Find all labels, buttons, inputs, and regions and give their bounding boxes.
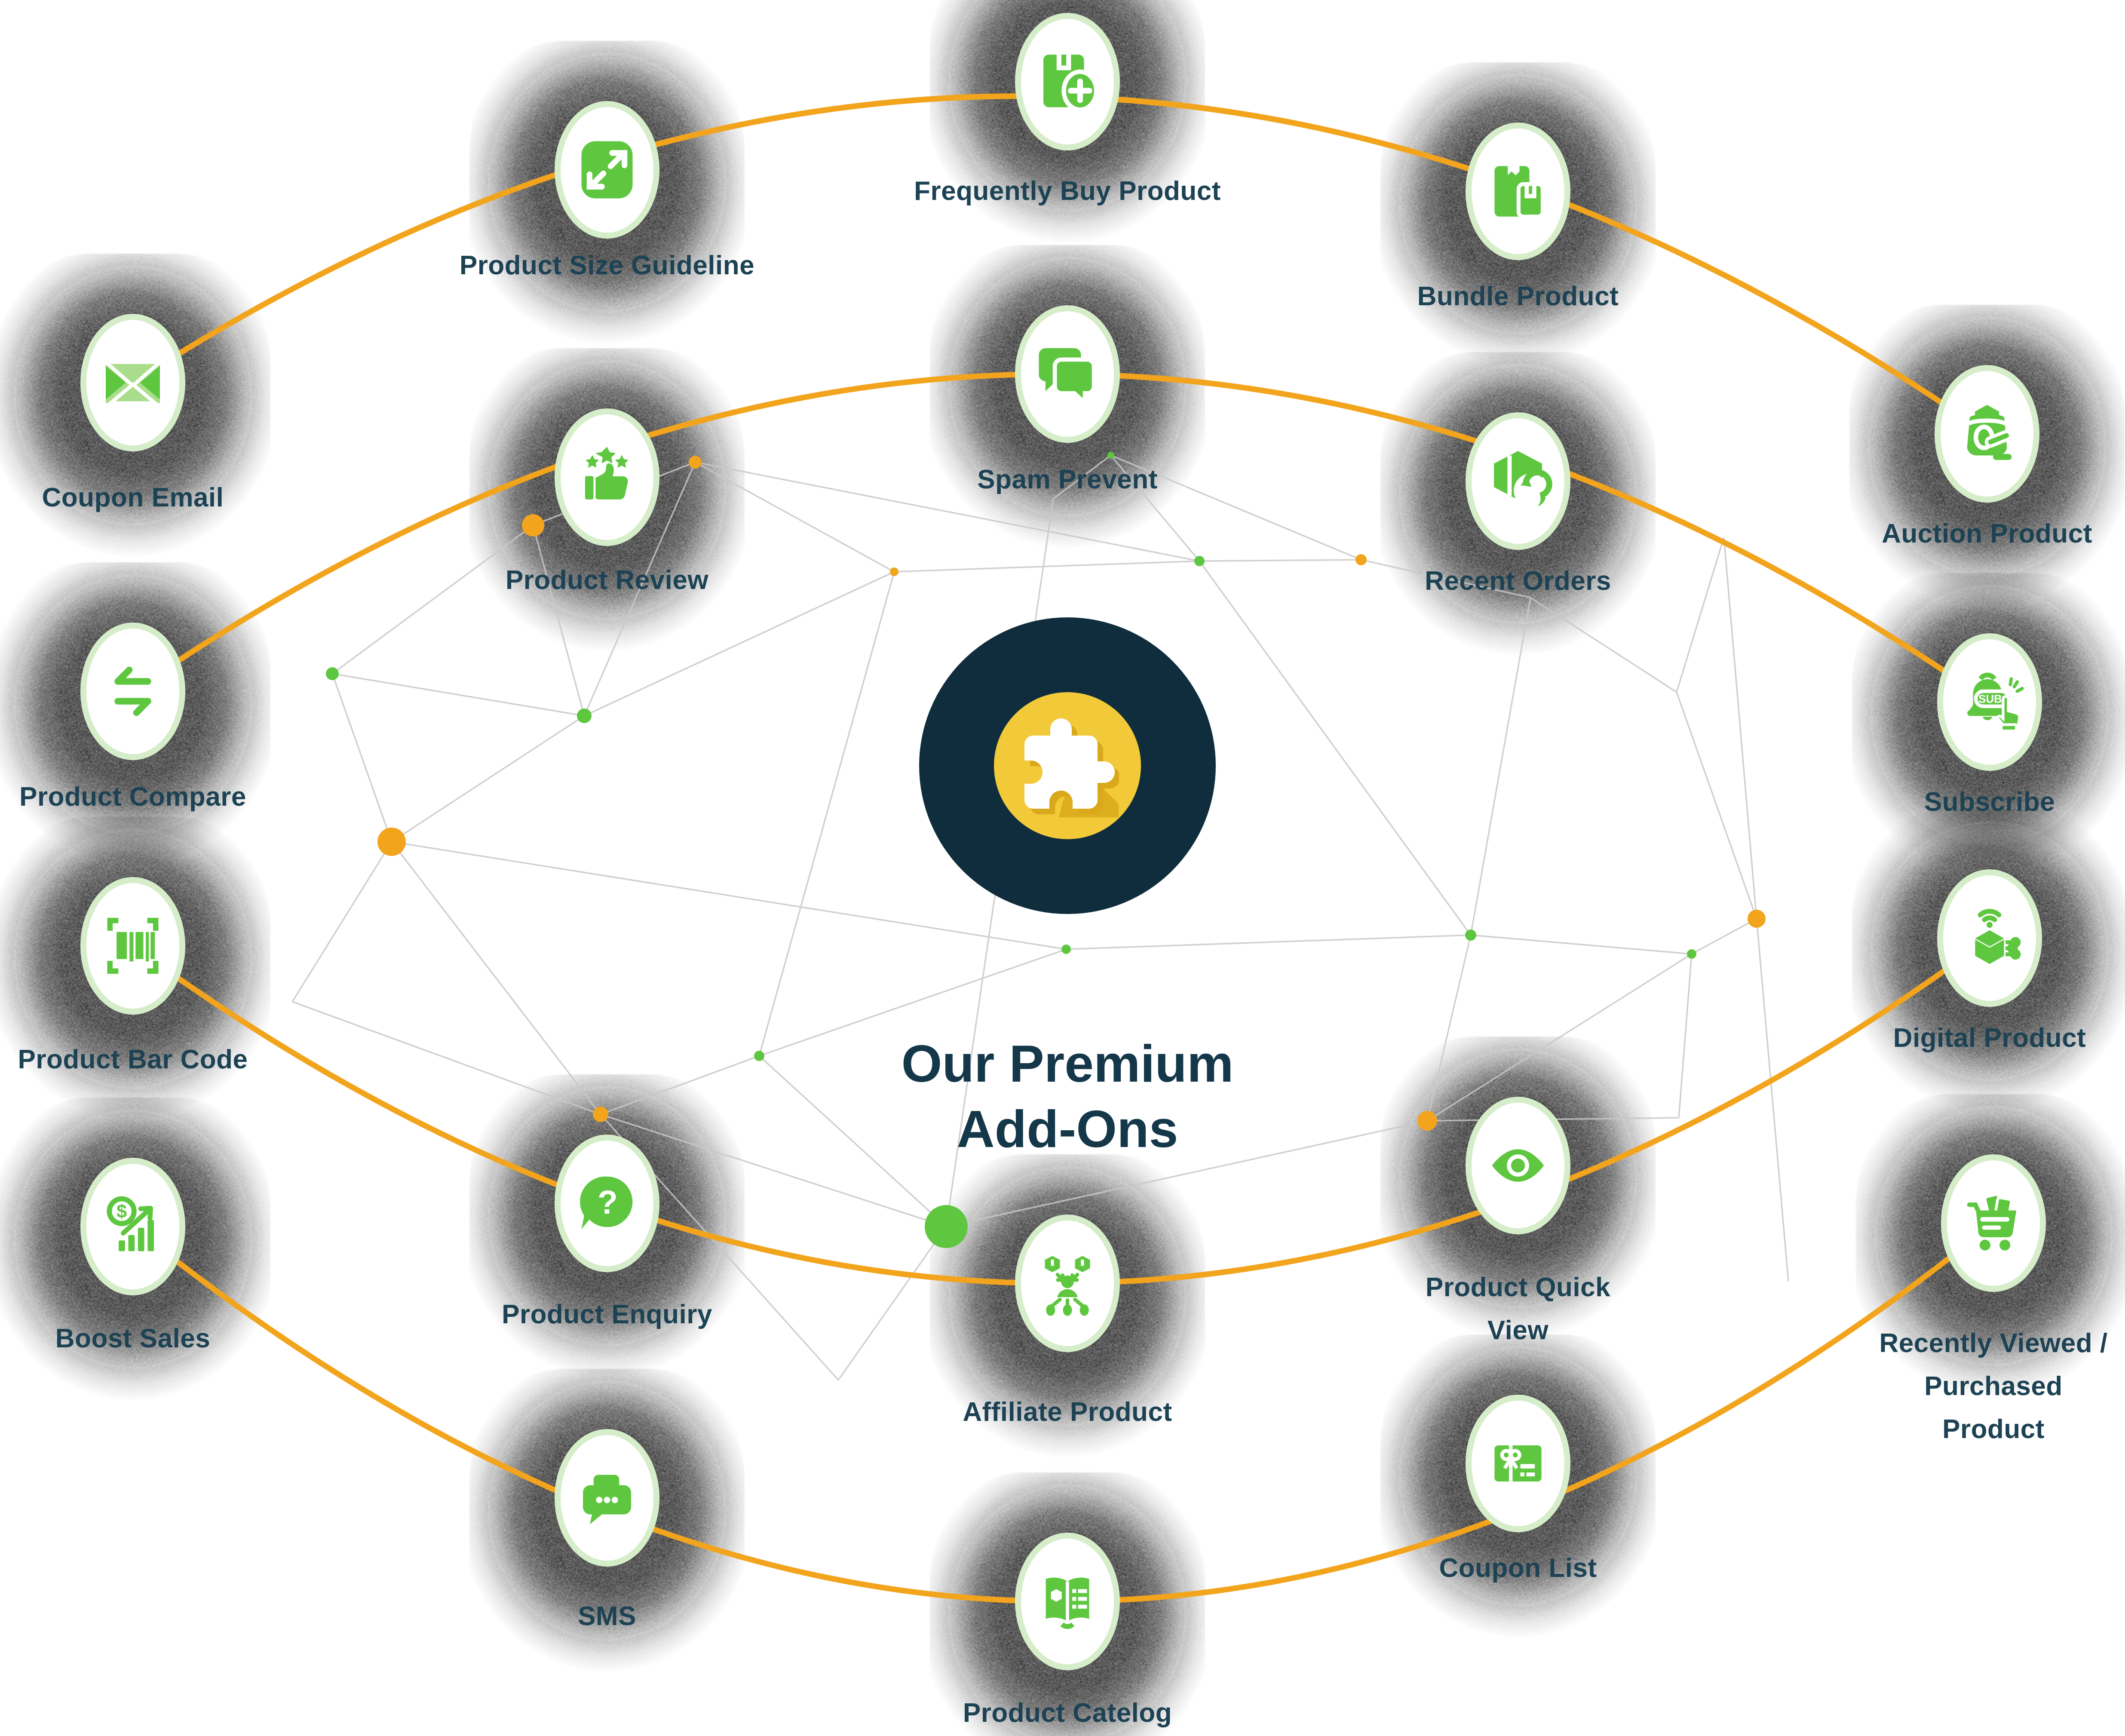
node-label: Product Quick View <box>1425 1273 1611 1345</box>
product-quick-view-tile <box>1466 1097 1570 1234</box>
subscribe-icon: SUB <box>1967 672 2024 733</box>
puzzle-icon <box>1024 718 1119 817</box>
recently-viewed-purchased-product-icon <box>1967 1193 2017 1251</box>
product-enquiry-tile: ? <box>555 1135 659 1272</box>
subscribe-tile: SUB <box>1937 633 2042 771</box>
product-bar-code-icon <box>107 917 159 974</box>
recently-viewed-purchased-product-tile <box>1941 1154 2046 1292</box>
node-label: Auction Product <box>1882 519 2092 549</box>
coupon-email-icon <box>101 360 165 405</box>
node-label: Bundle Product <box>1417 282 1619 311</box>
page-title: Our Premium Add-Ons <box>901 1034 1234 1158</box>
recent-orders-icon <box>1494 451 1552 508</box>
dollar-text: $ <box>117 1202 127 1222</box>
product-quick-view-icon <box>1492 1149 1544 1182</box>
product-compare-tile <box>80 623 185 760</box>
node-label: Product Enquiry <box>502 1300 712 1329</box>
node-label: SMS <box>578 1601 636 1631</box>
affiliate-product-tile <box>1015 1215 1120 1352</box>
node-label: Digital Product <box>1893 1023 2086 1053</box>
hub-yellow-circle <box>994 692 1141 839</box>
auction-product-tile <box>1935 365 2039 503</box>
node-label: Boost Sales <box>55 1324 211 1353</box>
node-label: Product Bar Code <box>18 1045 248 1074</box>
boost-sales-icon: $ <box>107 1196 154 1251</box>
sub-badge-text: SUB <box>1978 693 2002 705</box>
coupon-email-tile <box>80 314 185 451</box>
product-compare-icon <box>114 666 151 716</box>
boost-sales-tile: $ <box>80 1158 185 1295</box>
frequently-buy-product-tile <box>1015 13 1120 150</box>
node-label: Subscribe <box>1924 787 2055 817</box>
center-hub <box>919 617 1216 914</box>
coupon-list-tile <box>1466 1395 1570 1532</box>
node-label: Product Compare <box>19 782 246 812</box>
node-label: Spam Prevent <box>977 465 1158 494</box>
node-label: Product Catelog <box>963 1698 1172 1728</box>
node-label: Product Review <box>505 565 709 595</box>
product-catelog-tile <box>1015 1533 1120 1670</box>
product-enquiry-icon: ? <box>580 1176 633 1230</box>
node-label: Product Size Guideline <box>459 251 755 280</box>
product-review-icon <box>585 447 629 500</box>
sms-icon <box>583 1471 631 1524</box>
node-label: Coupon List <box>1439 1553 1597 1583</box>
product-size-guideline-icon <box>581 141 633 199</box>
product-bar-code-tile <box>80 877 185 1015</box>
sms-tile <box>555 1429 659 1567</box>
frequently-buy-product-icon <box>1043 55 1099 112</box>
bundle-product-icon <box>1494 166 1545 219</box>
affiliate-product-icon <box>1045 1256 1090 1316</box>
node-label: Coupon Email <box>42 483 224 512</box>
product-catelog-icon <box>1046 1577 1089 1629</box>
node-label: Recently Viewed / Purchased Product <box>1879 1328 2108 1444</box>
auction-product-icon <box>1967 405 2012 460</box>
question-text: ? <box>598 1184 618 1221</box>
spam-prevent-tile <box>1015 305 1120 443</box>
coupon-list-icon <box>1494 1445 1542 1481</box>
mesh-dots <box>326 452 1766 1248</box>
node-label: Frequently Buy Product <box>914 176 1221 206</box>
node-label: Recent Orders <box>1425 566 1611 596</box>
bundle-product-tile <box>1466 123 1570 260</box>
spam-prevent-icon <box>1039 348 1096 408</box>
digital-product-tile <box>1937 869 2042 1007</box>
recent-orders-tile <box>1466 412 1570 550</box>
digital-product-icon <box>1975 909 2021 964</box>
product-review-tile <box>555 408 659 546</box>
product-size-guideline-tile <box>555 101 659 239</box>
node-label: Affiliate Product <box>963 1397 1172 1427</box>
